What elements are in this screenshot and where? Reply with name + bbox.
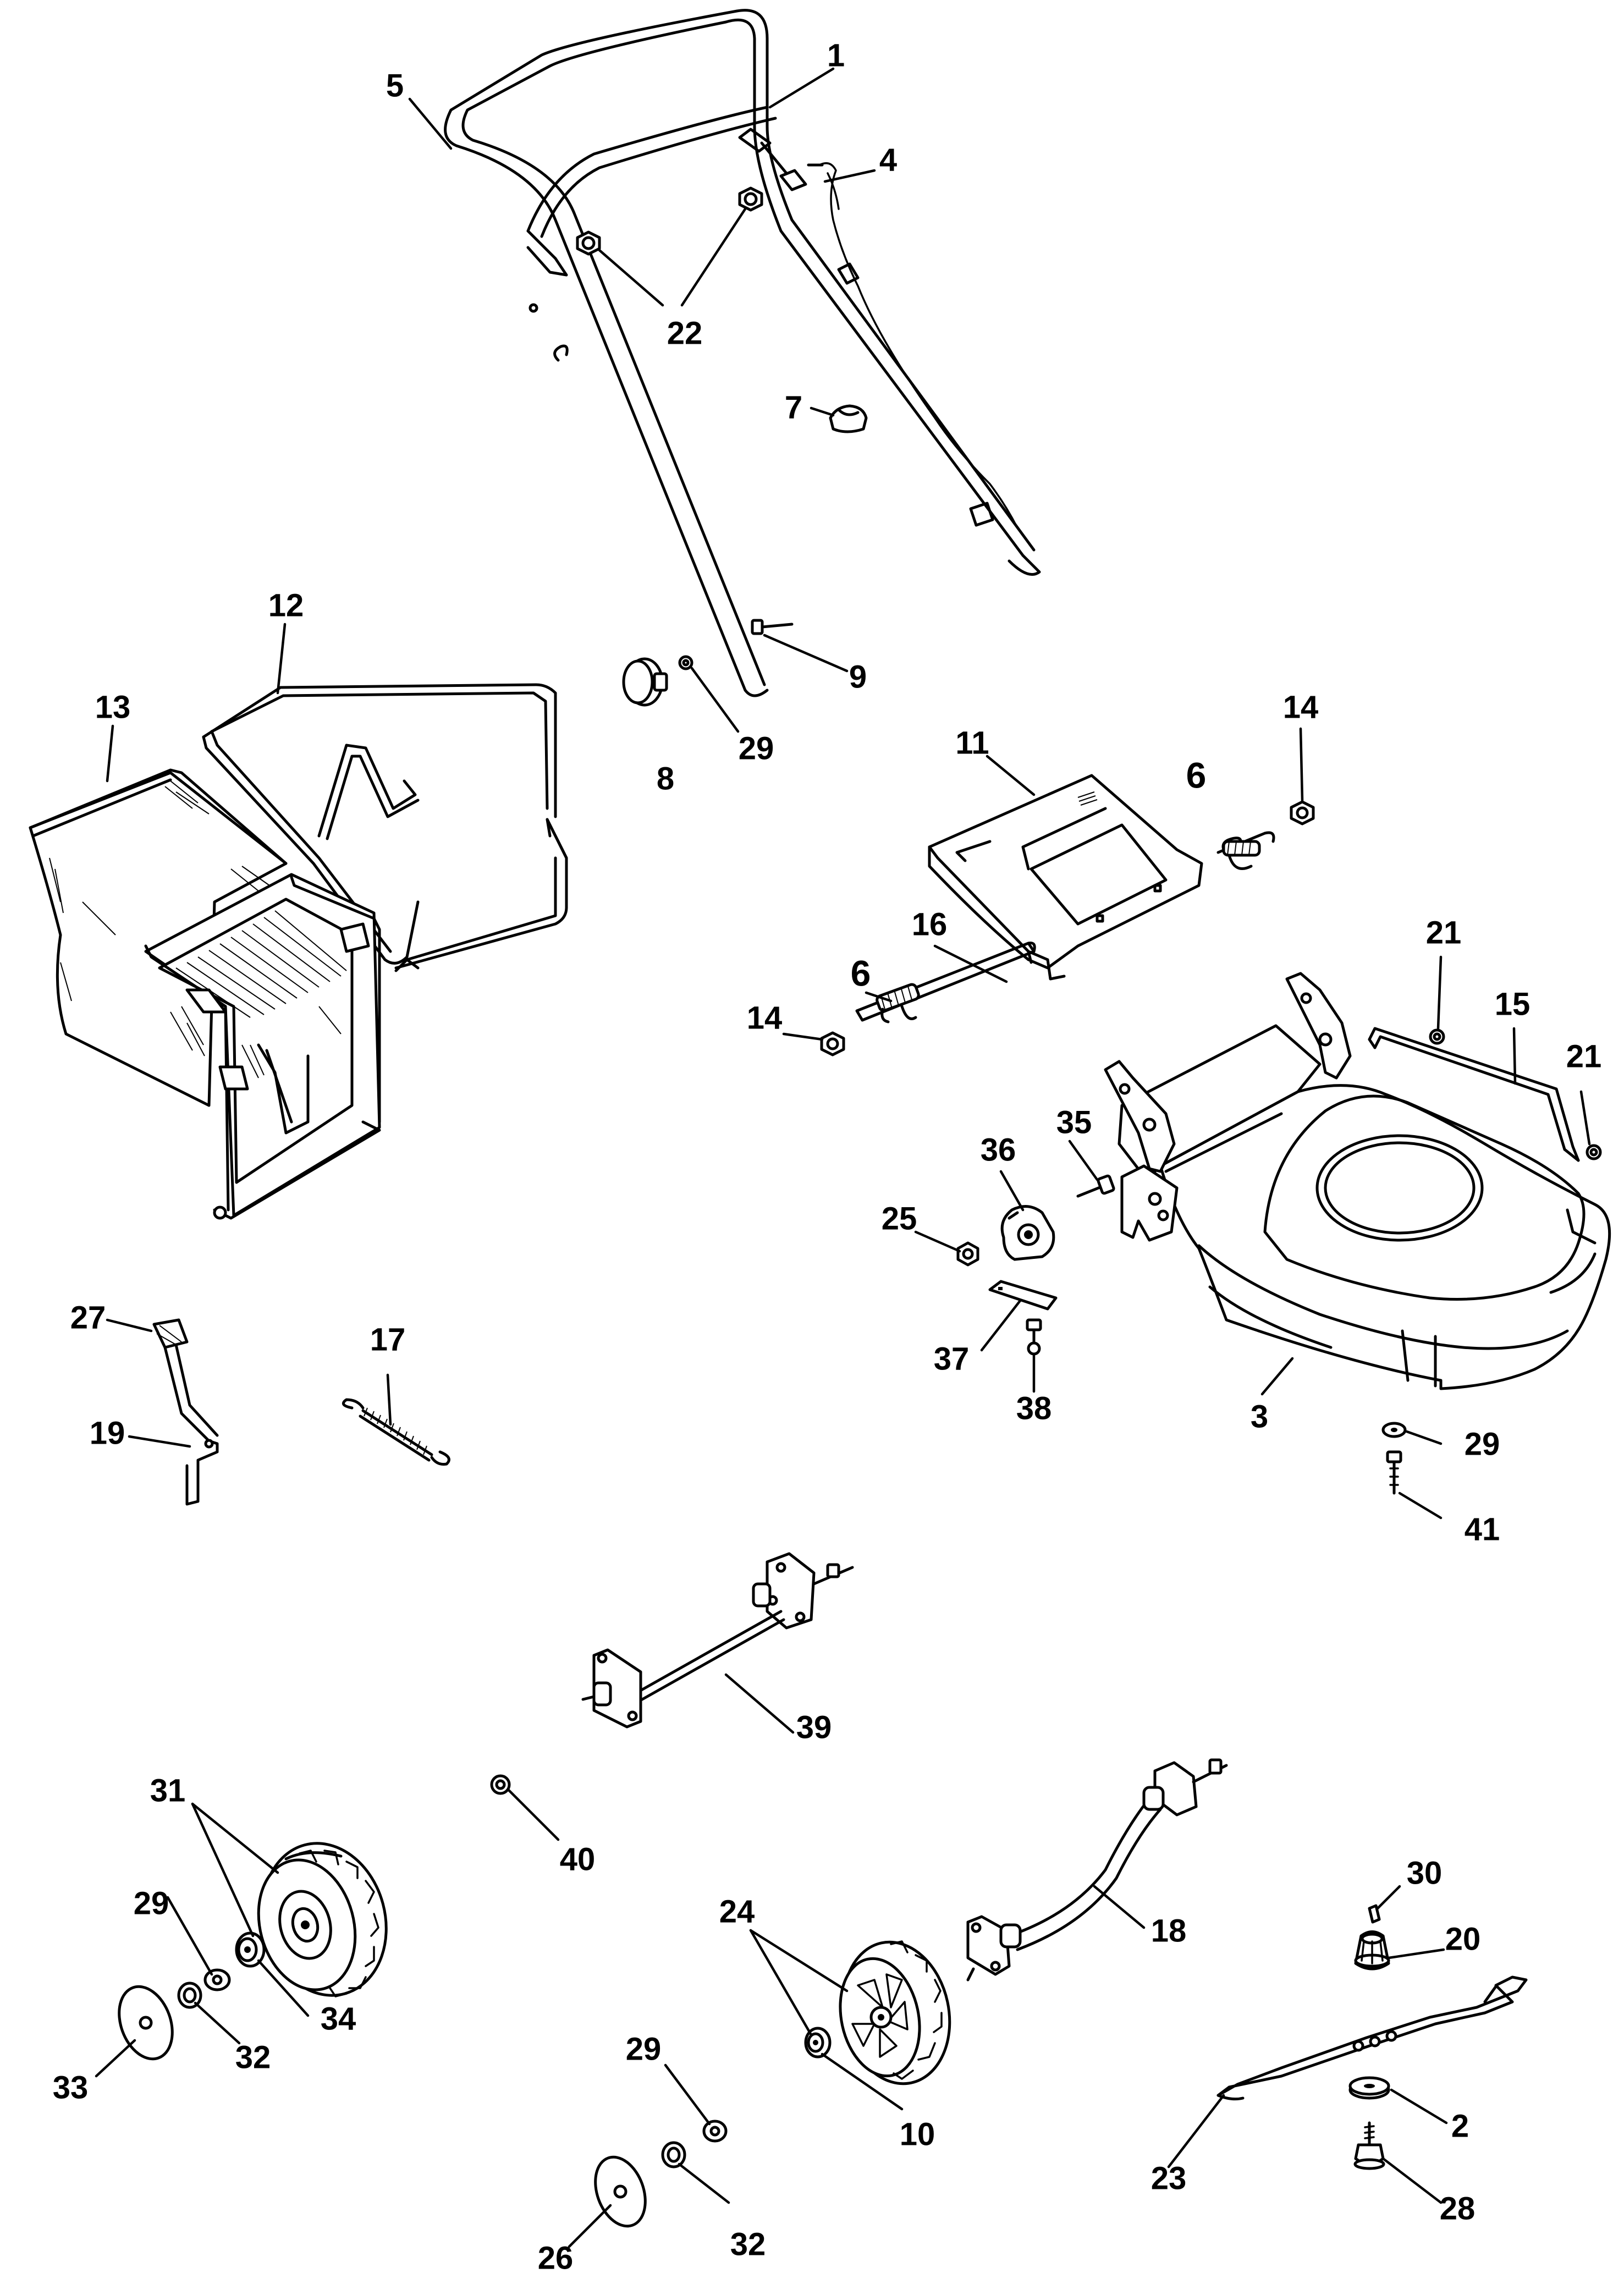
control-lever-part-1 <box>738 128 807 191</box>
callout-22: 22 <box>667 315 703 351</box>
callout-40: 40 <box>560 1841 596 1877</box>
grass-bag-part-13 <box>29 768 381 1220</box>
callout-3: 3 <box>1251 1399 1268 1434</box>
callout-7: 7 <box>785 389 802 425</box>
callout-9: 9 <box>849 659 867 695</box>
callout-27: 27 <box>70 1300 106 1335</box>
bolt-part-9 <box>751 619 794 635</box>
nut-part-21-right <box>1586 1144 1602 1160</box>
washer-part-29-front <box>702 2120 728 2143</box>
blade-adapter-part-20 <box>1354 1930 1390 1971</box>
bolt-part-41 <box>1386 1450 1402 1495</box>
callout-31: 31 <box>150 1773 186 1808</box>
nut-part-25 <box>956 1241 979 1267</box>
callout-37: 37 <box>934 1341 970 1377</box>
nut-part-32-front <box>661 2141 686 2169</box>
callout-24: 24 <box>719 1894 755 1929</box>
callout-28: 28 <box>1440 2191 1476 2226</box>
callout-17: 17 <box>370 1322 406 1357</box>
callout-1: 1 <box>827 37 845 73</box>
nut-part-14-right <box>1290 800 1315 825</box>
callout-11: 11 <box>955 725 989 761</box>
callout-23: 23 <box>1151 2160 1187 2196</box>
callout-35: 35 <box>1056 1104 1092 1140</box>
callout-5: 5 <box>386 68 404 103</box>
mower-deck-part-3 <box>1104 972 1611 1390</box>
callout-38: 38 <box>1016 1390 1052 1426</box>
flap-rod-part-16 <box>855 942 1036 1022</box>
callout-29-handle: 29 <box>739 730 774 766</box>
callout-36: 36 <box>981 1132 1016 1168</box>
torsion-spring-part-6-right <box>1216 831 1275 870</box>
blade-part-23 <box>1216 1975 1528 2101</box>
callout-32-front: 32 <box>730 2226 766 2262</box>
callout-labels: 1 2 3 4 5 6 6 7 8 9 10 11 12 13 14 14 15… <box>53 37 1602 2276</box>
callout-33: 33 <box>53 2070 89 2105</box>
callout-14-left: 14 <box>747 1000 783 1036</box>
callout-12: 12 <box>268 587 304 623</box>
front-wheel-part-24 <box>839 1940 951 2085</box>
callout-29-front: 29 <box>626 2031 662 2067</box>
height-adjuster-part-36 <box>1000 1205 1055 1261</box>
callout-16: 16 <box>912 906 948 942</box>
callout-29-rear: 29 <box>134 1885 169 1921</box>
upper-handle-part-5 <box>444 9 1041 697</box>
nut-part-14-left <box>820 1031 845 1056</box>
callout-6-right: 6 <box>1186 755 1207 795</box>
callout-41: 41 <box>1465 1511 1500 1547</box>
callout-13: 13 <box>95 689 131 725</box>
cable-clip-part-7 <box>829 404 868 433</box>
plate-part-37 <box>988 1280 1058 1311</box>
washer-part-29-rear <box>203 1968 231 1991</box>
callout-4: 4 <box>879 142 897 178</box>
washer-part-29-deck <box>1381 1422 1407 1438</box>
callout-25: 25 <box>882 1201 917 1236</box>
callout-29-deck: 29 <box>1465 1426 1500 1462</box>
callout-2: 2 <box>1451 2108 1469 2144</box>
cross-bar-part-15 <box>1368 1027 1580 1162</box>
torsion-spring-part-6-left <box>876 983 920 1023</box>
screw-part-35 <box>1076 1174 1115 1198</box>
rear-wheel-part-31 <box>257 1842 388 1997</box>
handle-knob-part-8 <box>622 657 668 707</box>
spring-part-17 <box>342 1398 450 1466</box>
blade-key-part-30 <box>1368 1904 1381 1924</box>
cap-part-27 <box>152 1318 189 1349</box>
callout-21-top: 21 <box>1426 915 1462 950</box>
throttle-cable-part-4 <box>807 162 1019 529</box>
callout-39: 39 <box>796 1709 832 1745</box>
callout-26: 26 <box>538 2240 574 2276</box>
leader-lines <box>95 67 1591 2248</box>
callout-18: 18 <box>1151 1913 1187 1949</box>
callout-20: 20 <box>1445 1921 1481 1957</box>
rear-axle-part-39 <box>581 1552 854 1729</box>
lever-part-19 <box>163 1343 219 1506</box>
nut-part-40 <box>490 1774 511 1795</box>
rear-flap-part-11 <box>928 774 1203 981</box>
callout-32-rear: 32 <box>235 2039 271 2075</box>
callout-34: 34 <box>321 2001 356 2037</box>
callout-6-left: 6 <box>851 953 871 993</box>
nut-part-21-top <box>1429 1028 1445 1045</box>
nut-part-32-rear <box>177 1982 202 2009</box>
hub-part-34 <box>235 1931 266 1968</box>
washer-part-29-handle <box>678 655 693 670</box>
screw-part-38 <box>1026 1318 1042 1356</box>
blade-bolt-part-28 <box>1353 2121 1385 2170</box>
callout-10: 10 <box>900 2116 935 2152</box>
callout-30: 30 <box>1407 1855 1443 1891</box>
callout-8: 8 <box>657 761 674 796</box>
knob-part-22-right <box>738 186 763 212</box>
callout-14-right: 14 <box>1283 689 1319 725</box>
washer-part-2 <box>1348 2076 1390 2100</box>
front-axle-part-18 <box>966 1758 1228 1982</box>
hub-part-10 <box>804 2027 832 2059</box>
callout-19: 19 <box>90 1415 125 1451</box>
knob-part-22-left <box>576 230 601 256</box>
callout-21-right: 21 <box>1566 1038 1602 1074</box>
callout-15: 15 <box>1495 986 1531 1022</box>
